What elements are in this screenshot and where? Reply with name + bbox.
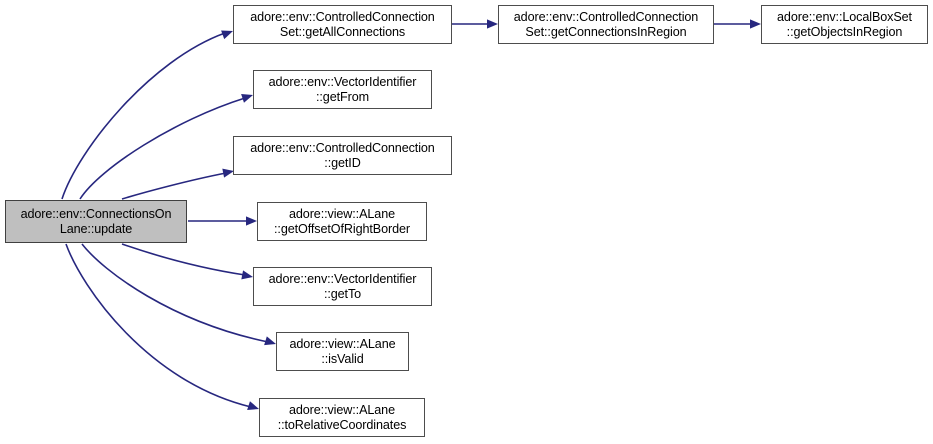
edge-root-to-torelativecoordinates [65, 243, 259, 410]
node-label: adore::view::ALane ::getOffsetOfRightBor… [274, 206, 410, 236]
node-label: adore::env::ControlledConnection ::getID [250, 140, 435, 170]
node-label: adore::view::ALane ::toRelativeCoordinat… [277, 402, 407, 432]
arrow-head-icon [750, 19, 761, 29]
edge-getconnectionsinregion-to-getobjectsinregion [714, 19, 761, 29]
arrow-head-icon [246, 216, 257, 226]
node-alane-getoffsetofrightborder[interactable]: adore::view::ALane ::getOffsetOfRightBor… [257, 202, 427, 241]
node-connectionsonlane-update[interactable]: adore::env::ConnectionsOn Lane::update [5, 200, 187, 243]
edge-getallconnections-to-getconnectionsinregion [452, 19, 498, 29]
node-vectoridentifier-getfrom[interactable]: adore::env::VectorIdentifier ::getFrom [253, 70, 432, 109]
edge-root-to-getallconnections [61, 30, 233, 200]
node-controlledconnectionset-getallconnections[interactable]: adore::env::ControlledConnection Set::ge… [233, 5, 452, 44]
node-vectoridentifier-getto[interactable]: adore::env::VectorIdentifier ::getTo [253, 267, 432, 306]
edge-root-to-getfrom [79, 94, 253, 200]
node-label: adore::view::ALane ::isValid [289, 336, 396, 366]
edge-root-to-isvalid [81, 243, 276, 346]
edge-root-to-getoffsetofrightborder [188, 216, 257, 226]
edge-root-to-getto [121, 243, 253, 280]
node-localboxset-getobjectsinregion[interactable]: adore::env::LocalBoxSet ::getObjectsInRe… [761, 5, 928, 44]
arrow-head-icon [241, 270, 253, 280]
node-controlledconnection-getid[interactable]: adore::env::ControlledConnection ::getID [233, 136, 452, 175]
node-label: adore::env::ControlledConnection Set::ge… [250, 9, 435, 39]
node-label: adore::env::VectorIdentifier ::getFrom [268, 74, 417, 104]
node-label: adore::env::ConnectionsOn Lane::update [20, 206, 172, 236]
node-alane-isvalid[interactable]: adore::view::ALane ::isValid [276, 332, 409, 371]
arrow-head-icon [487, 19, 498, 29]
node-alane-torelativecoordinates[interactable]: adore::view::ALane ::toRelativeCoordinat… [259, 398, 425, 437]
node-label: adore::env::ControlledConnection Set::ge… [513, 9, 699, 39]
edge-root-to-getid [121, 168, 234, 200]
node-label: adore::env::VectorIdentifier ::getTo [268, 271, 417, 301]
node-label: adore::env::LocalBoxSet ::getObjectsInRe… [777, 9, 912, 39]
node-controlledconnectionset-getconnectionsinregion[interactable]: adore::env::ControlledConnection Set::ge… [498, 5, 714, 44]
